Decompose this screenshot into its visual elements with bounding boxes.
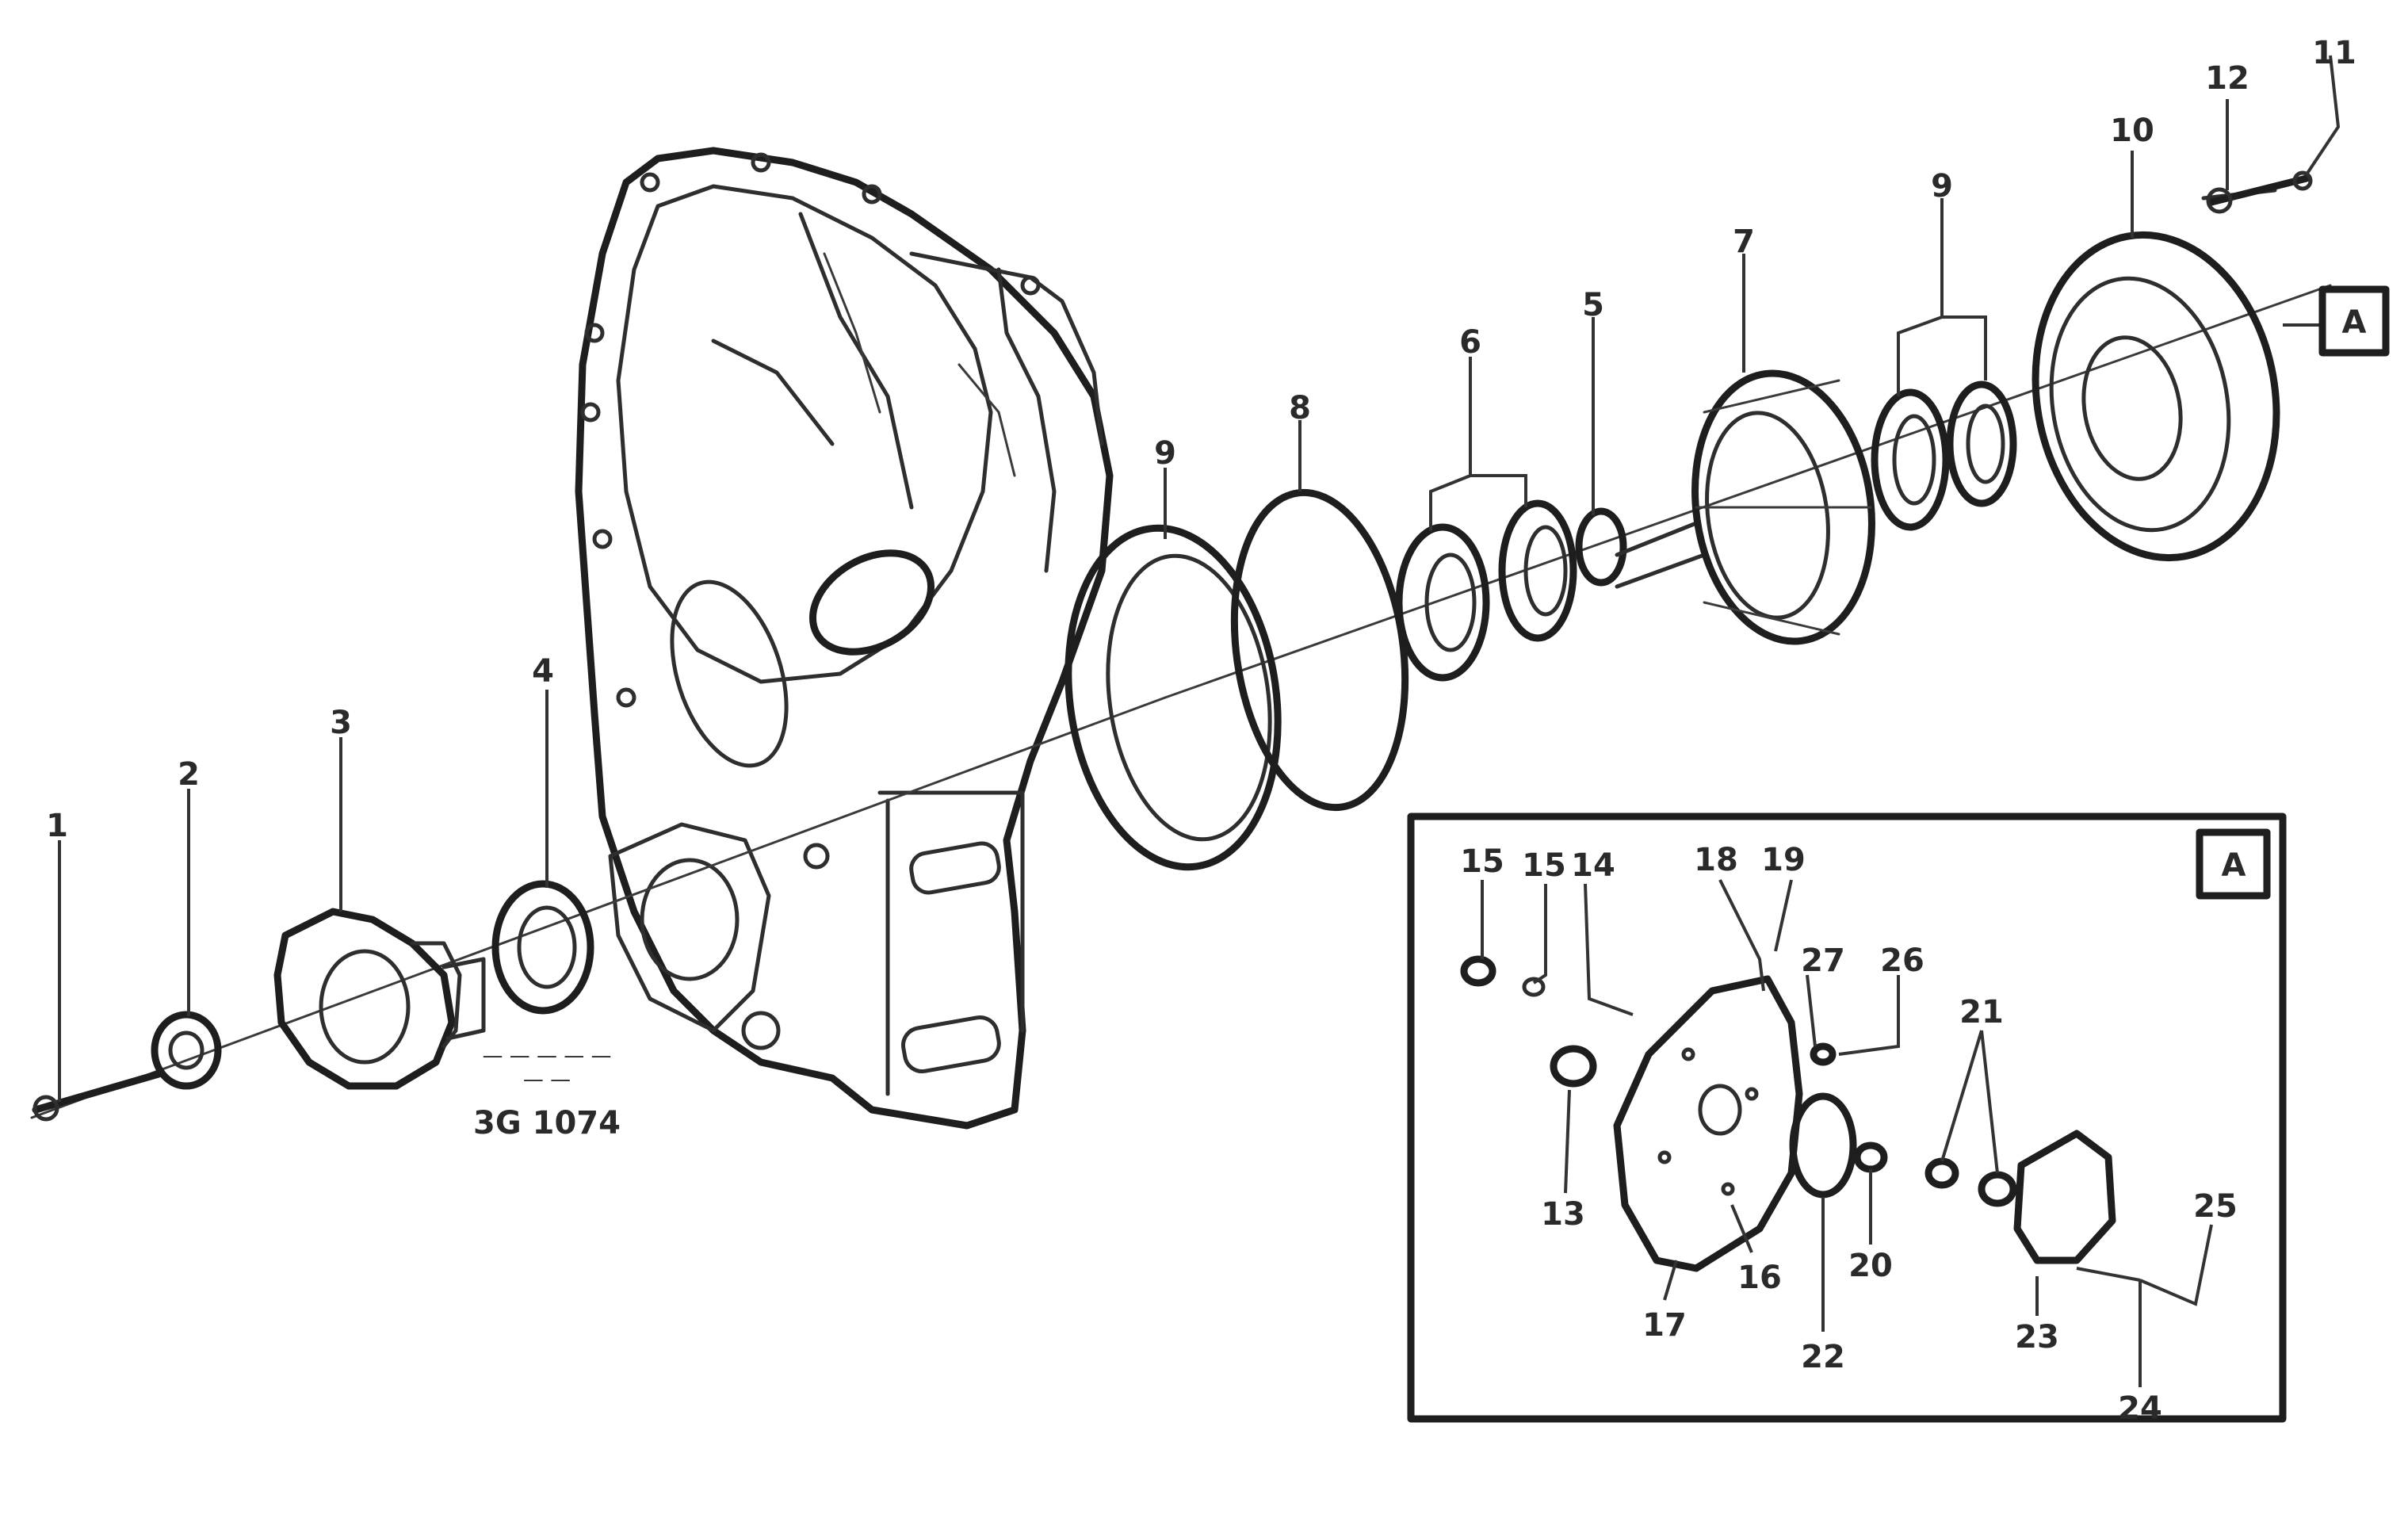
caption-line-1: — — — — —: [482, 1044, 611, 1068]
label-part-23: 23: [2015, 1319, 2059, 1355]
label-part-13: 13: [1541, 1196, 1585, 1233]
part-7-gear-shaft: [1615, 369, 1875, 645]
drawing-reference-code: 3G 1074: [473, 1105, 621, 1141]
part-5-spacer: [1575, 507, 1627, 587]
part-11-12-bolt: [2206, 170, 2313, 214]
label-part-21: 21: [1959, 994, 2004, 1030]
part-number-labels: 1 2 3 4 9 8 6 5 7 9 10 12 11: [46, 35, 2356, 844]
label-part-15b: 15: [1522, 847, 1566, 884]
label-part-10: 10: [2110, 113, 2154, 149]
label-part-7: 7: [1733, 224, 1755, 260]
label-part-11: 11: [2312, 35, 2356, 71]
caption-line-2: — —: [523, 1068, 571, 1092]
part-4-seal-ring: [491, 880, 594, 1015]
leader-lines: [58, 55, 2341, 1102]
detail-a-label: A: [2222, 847, 2246, 884]
drawing-caption: — — — — — — — 3G 1074: [473, 1044, 621, 1141]
label-part-1: 1: [46, 808, 68, 844]
label-part-12: 12: [2205, 60, 2249, 97]
part-10-pump-housing: [2032, 188, 2280, 562]
label-part-2: 2: [178, 756, 200, 793]
label-part-3: 3: [330, 705, 352, 741]
part-9-ring-plate: [1064, 524, 1282, 871]
label-part-22: 22: [1801, 1339, 1845, 1375]
label-part-19: 19: [1761, 842, 1806, 878]
part-6-bearing-pair: [1395, 499, 1577, 682]
part-3-coupling-flange: [273, 908, 486, 1090]
label-part-20: 20: [1848, 1248, 1893, 1284]
detail-a-inset: A: [1407, 813, 2287, 1427]
label-part-4: 4: [532, 653, 554, 690]
label-part-15: 15: [1460, 843, 1504, 880]
label-part-25: 25: [2193, 1188, 2238, 1225]
detail-callout-a: A: [2283, 285, 2390, 357]
label-part-16: 16: [1737, 1260, 1782, 1296]
label-part-26: 26: [1880, 943, 1924, 979]
label-part-6: 6: [1459, 324, 1481, 361]
assembly-axis-upper: [1164, 284, 2332, 699]
label-part-8: 8: [1289, 390, 1311, 426]
label-part-14: 14: [1571, 847, 1615, 884]
label-part-17: 17: [1642, 1307, 1687, 1344]
part-1-bolt: [32, 1070, 162, 1122]
part-9-bearing-right: [1871, 380, 2017, 531]
label-part-9-right: 9: [1931, 168, 1953, 205]
transmission-housing: [575, 147, 1114, 1130]
label-part-27: 27: [1801, 943, 1845, 979]
label-part-5: 5: [1582, 287, 1604, 323]
part-8-o-ring: [1230, 488, 1409, 812]
label-part-24: 24: [2118, 1390, 2162, 1427]
label-part-18: 18: [1694, 842, 1738, 878]
callout-a-label: A: [2342, 304, 2367, 341]
label-part-9: 9: [1154, 435, 1176, 472]
part-2-nut: [151, 1011, 222, 1090]
